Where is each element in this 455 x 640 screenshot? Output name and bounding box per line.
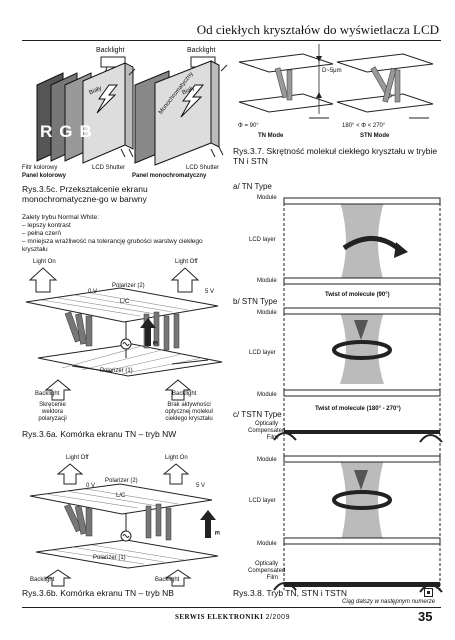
fig38-twist90: Twist of molecule (90°) — [325, 292, 390, 298]
fig38-a-lcd-layer: LCD layer — [249, 237, 276, 243]
fig36b-caption: Rys.3.6b. Komórka ekranu TN – tryb NB — [22, 588, 174, 598]
advantage-item: – mniejsza wrażliwość na tolerancję grub… — [22, 238, 203, 253]
advantages-title: Zalety trybu Normal White: — [22, 214, 99, 221]
fig36a-polarizer1: Polarizer (1) — [100, 368, 133, 374]
filter-letter-g: G — [59, 122, 80, 141]
fig36b-illustration — [29, 463, 219, 587]
page-number: 35 — [418, 609, 433, 624]
fig37-illustration — [238, 44, 434, 119]
fig35c-shutter-left: LCD Shutter — [92, 165, 126, 171]
filter-letter-r: R — [40, 122, 60, 141]
fig36a-right-desc: Brak aktywności optycznej molekuł ciekłe… — [165, 402, 213, 422]
fig36a-polarizer2: Polarizer (2) — [112, 283, 145, 289]
fig35c-rgb-letters: RGB — [40, 122, 99, 142]
fig35c-illustration — [36, 56, 228, 166]
fig36b-light-on: Light On — [165, 455, 188, 461]
fig37-phi-right: 180° < Φ < 270° — [342, 123, 386, 129]
fig38-c-module-bottom: Module — [257, 541, 277, 547]
running-header: Od ciekłych kryształów do wyświetlacza L… — [196, 22, 439, 37]
header-rule — [22, 40, 441, 41]
fig38-a-title: a/ TN Type — [233, 182, 272, 191]
fig35c-caption: Rys.3.5c. Przekształcenie ekranu monochr… — [22, 184, 148, 204]
continued-note: Ciąg dalszy w następnym numerze — [342, 599, 436, 605]
advantage-item: – lepszy kontrast — [22, 222, 71, 229]
fig35c-backlight-left: Backlight — [96, 47, 125, 54]
fig38-a-module-bottom: Module — [257, 278, 277, 284]
fig36a-backlight-left: Backlight — [35, 391, 60, 397]
footer-brand-name: SERWIS ELEKTRONIKI — [175, 613, 264, 621]
fig38-b-module-bottom: Module — [257, 392, 277, 398]
footer-issue: 2/2009 — [265, 614, 290, 621]
fig37-phi-left: Φ = 90° — [238, 123, 259, 129]
footer-rule — [22, 607, 441, 608]
fig35c-panel-color: Panel kolorowy — [22, 173, 67, 179]
fig36a-caption: Rys.3.6a. Komórka ekranu TN – tryb NW — [22, 429, 177, 439]
fig37-tn-mode: TN Mode — [258, 133, 284, 139]
fig38-b-lcd-layer: LCD layer — [249, 350, 276, 356]
fig38-illustration — [273, 197, 443, 593]
fig36b-v0: 0 V — [86, 483, 96, 489]
fig38-b-title: b/ STN Type — [233, 297, 278, 306]
end-mark-icon — [424, 588, 433, 597]
fig36a-lc: L/C — [120, 299, 130, 305]
fig36a-light-off: Light Off — [175, 259, 198, 265]
fig36a-illustration — [25, 267, 223, 401]
fig36b-polarizer1: Polarizer (1) — [93, 555, 126, 561]
fig38-caption: Rys.3.8. Tryb TN, STN i TSTN — [233, 588, 347, 598]
fig38-c-lcd-layer: LCD layer — [249, 498, 276, 504]
fig38-ocf-top: Optically Compensated Film — [248, 421, 286, 441]
fig36b-v5: 5 V — [196, 483, 206, 489]
fig36a-v5: 5 V — [205, 289, 215, 295]
fig36b-lc: L/C — [116, 493, 126, 499]
fig38-b-module-top: Module — [257, 310, 277, 316]
fig36a-left-desc: Skręcenie wektora polaryzacji — [38, 402, 67, 422]
fig37-stn-mode: STN Mode — [360, 133, 390, 139]
advantage-item: – pełna czerń — [22, 230, 62, 237]
fig36a-e-field: E — [151, 340, 158, 346]
fig37-d-label: D~5μm — [322, 68, 342, 74]
fig35c-shutter-right: LCD Shutter — [186, 165, 220, 171]
fig36a-backlight-right: Backlight — [172, 391, 197, 397]
fig36b-e-field: E — [213, 530, 220, 536]
normal-white-advantages: Zalety trybu Normal White: – lepszy kont… — [22, 214, 227, 254]
filter-letter-b: B — [79, 122, 99, 141]
fig35c-backlight-right: Backlight — [187, 47, 216, 54]
fig38-c-module-top: Module — [257, 457, 277, 463]
footer-brand: SERWIS ELEKTRONIKI 2/2009 — [175, 613, 290, 621]
fig37-caption: Rys.3.7. Skrętność molekuł ciekłego krys… — [233, 146, 438, 166]
fig35c-panel-mono: Panel monochromatyczny — [132, 173, 207, 179]
fig36b-backlight-left: Backlight — [30, 577, 55, 583]
fig38-ocf-bottom: Optically Compensated Film — [248, 561, 286, 581]
fig36a-v0: 0 V — [88, 289, 98, 295]
fig36b-light-off: Light Off — [66, 455, 89, 461]
fig36a-light-on: Light On — [33, 259, 56, 265]
fig36b-backlight-right: Backlight — [155, 577, 180, 583]
fig35c-filter-label: Filtr kolorowy — [22, 165, 58, 171]
fig38-a-module-top: Module — [257, 195, 277, 201]
fig38-twist180: Twist of molecule (180° - 270°) — [315, 406, 401, 412]
fig36b-polarizer2: Polarizer (2) — [105, 478, 138, 484]
fig38-c-title: c/ TSTN Type — [233, 410, 282, 419]
